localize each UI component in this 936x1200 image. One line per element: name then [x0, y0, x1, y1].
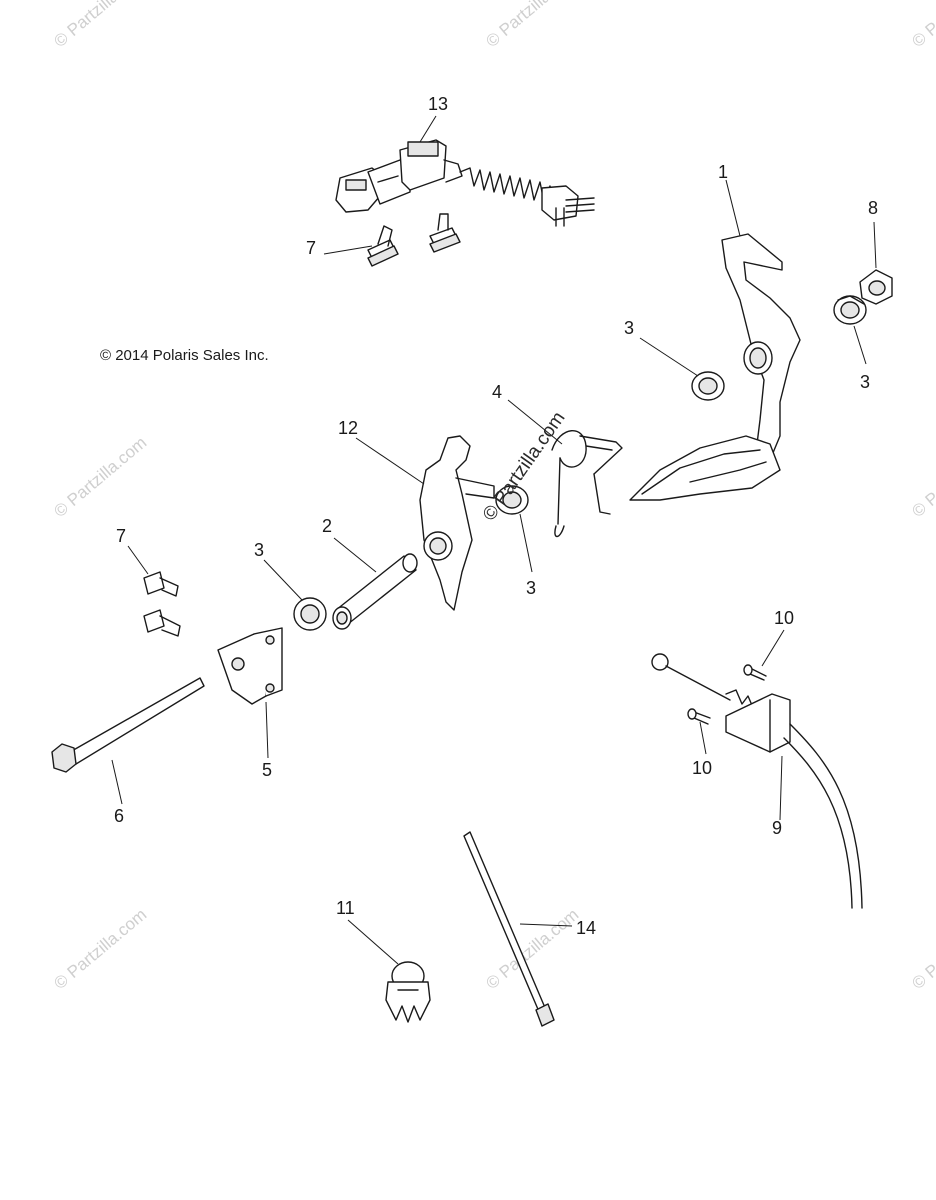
callout-7: 7: [306, 238, 316, 258]
callout-12: 12: [338, 418, 358, 438]
part-11-clip: [385, 961, 431, 1023]
part-4-return-spring: [551, 430, 623, 538]
callout-3: 3: [624, 318, 634, 338]
part-12-pivot-bracket: [419, 435, 495, 611]
callout-8: 8: [868, 198, 878, 218]
callout-5: 5: [262, 760, 272, 780]
watermark: © Partzilla.com: [50, 0, 150, 51]
callout-2: 2: [322, 516, 332, 536]
part-7-bolt: [143, 609, 181, 637]
part-2-pivot-tube: [332, 553, 418, 630]
callout-14: 14: [576, 918, 596, 938]
watermark: © Partzilla.com: [482, 0, 582, 51]
callout-10: 10: [774, 608, 794, 628]
callout-11: 11: [336, 898, 355, 918]
part-7-bolt: [367, 225, 399, 267]
watermark: © Partzilla.com: [50, 433, 150, 521]
callout-7: 7: [116, 526, 126, 546]
callout-9: 9: [772, 818, 782, 838]
part-3-bushing: [293, 597, 327, 631]
part-9-brake-cable: [651, 653, 863, 909]
part-6-long-bolt: [51, 677, 205, 773]
part-3-bushing: [691, 371, 725, 401]
callout-6: 6: [114, 806, 124, 826]
callout-3: 3: [254, 540, 264, 560]
part-13-switch-assembly: [335, 139, 595, 227]
spring: [459, 167, 555, 205]
part-14-cable-tie: [463, 831, 555, 1027]
callout-4: 4: [492, 382, 502, 402]
callout-10: 10: [692, 758, 712, 778]
part-7-bolt: [143, 571, 179, 597]
part-8-nut: [859, 269, 893, 305]
part-10-pin: [687, 708, 711, 725]
leader-lines: [111, 115, 877, 965]
part-10-pin: [743, 664, 767, 681]
callout-3: 3: [860, 372, 870, 392]
watermark: © Partzilla.com: [908, 0, 936, 51]
part-3-bushing: [495, 485, 529, 515]
copyright-notice: © 2014 Polaris Sales Inc.: [100, 347, 269, 364]
watermark: © Partzilla.com: [908, 905, 936, 993]
part-3-bushing: [833, 295, 867, 325]
callout-1: 1: [718, 162, 728, 182]
callout-labels: 13 1 8 7 3 3 4 12 2 7 3 3 10 10 5 6 9 11…: [114, 94, 878, 938]
watermark: © Partzilla.com: [50, 905, 150, 993]
callout-3: 3: [526, 578, 536, 598]
part-7-bolt: [429, 213, 461, 253]
callout-13: 13: [428, 94, 448, 114]
part-1-brake-pedal: [629, 233, 801, 501]
watermark: © Partzilla.com: [908, 433, 936, 521]
part-5-mounting-bracket: [217, 627, 283, 705]
